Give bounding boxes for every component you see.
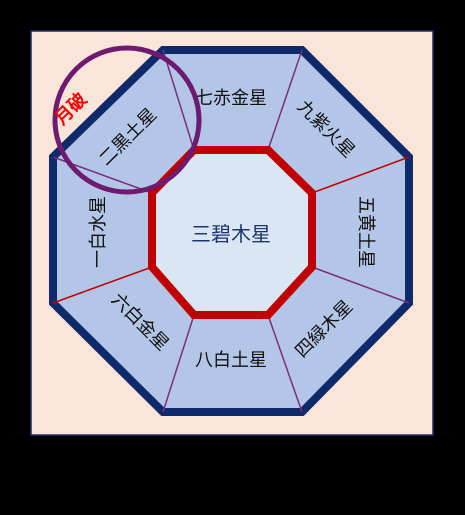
sector-label-e: 五黄土星: [355, 196, 376, 268]
divider-n-ne: [267, 49, 303, 151]
divider-sw-w: [52, 266, 153, 304]
divider-e-se: [311, 266, 410, 304]
divider-s-sw: [162, 314, 195, 413]
center-octagon: [148, 146, 316, 319]
divider-ne-e: [311, 156, 410, 194]
divider-se-s: [267, 314, 303, 413]
divider-nw-n: [162, 49, 195, 151]
sector-label-w: 一白水星: [88, 196, 109, 268]
sector-label-s: 八白土星: [195, 350, 267, 371]
highlight-circle: [52, 45, 202, 195]
sector-label-n: 七赤金星: [195, 88, 267, 109]
center-label: 三碧木星: [191, 222, 271, 246]
